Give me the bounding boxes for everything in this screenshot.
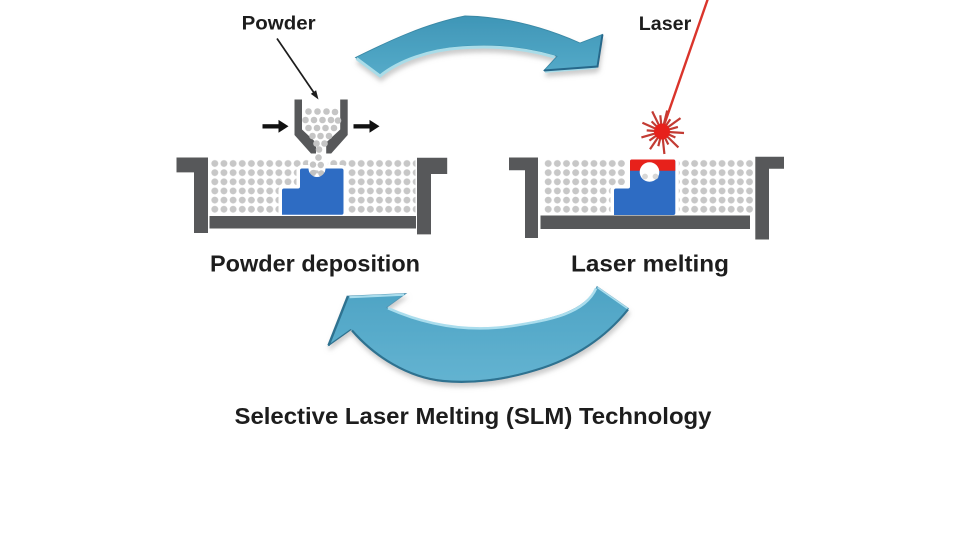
svg-text:Laser: Laser	[639, 13, 692, 35]
svg-text:Laser melting: Laser melting	[571, 250, 729, 276]
svg-text:Powder deposition: Powder deposition	[210, 250, 420, 276]
svg-text:Selective Laser Melting (SLM): Selective Laser Melting (SLM) Technology	[235, 403, 712, 429]
svg-text:Powder: Powder	[242, 13, 316, 35]
